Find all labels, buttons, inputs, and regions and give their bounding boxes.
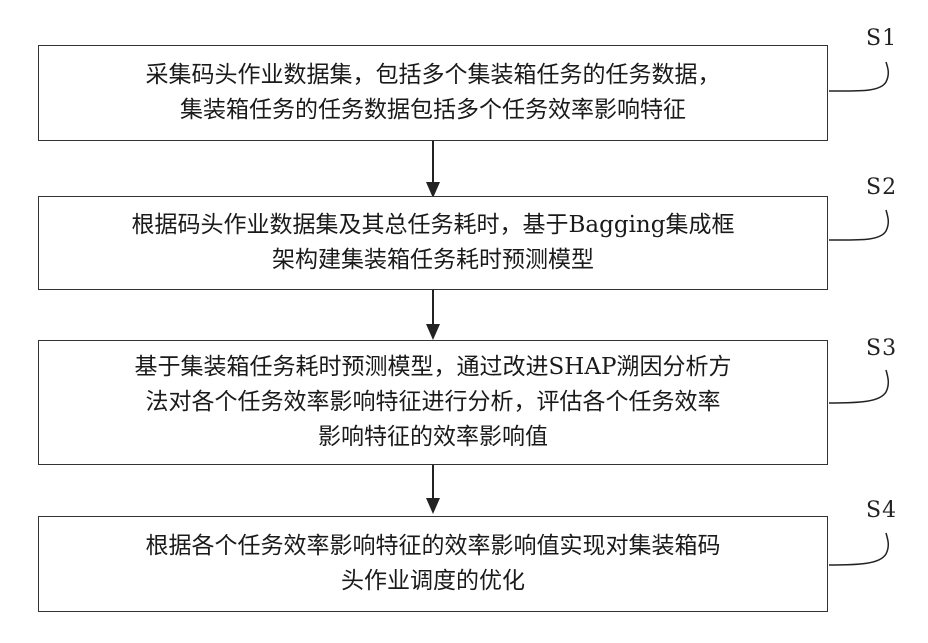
leader-s3 xyxy=(829,370,888,403)
step-text-s4: 根据各个任务效率影响特征的效率影响值实现对集装箱码 头作业调度的优化 xyxy=(146,529,721,599)
step-s4-line-2: 头作业调度的优化 xyxy=(146,564,721,599)
step-text-s3: 基于集装箱任务耗时预测模型，通过改进SHAP溯因分析方 法对各个任务效率影响特征… xyxy=(135,350,732,455)
step-s1-line-1: 采集码头作业数据集，包括多个集装箱任务的任务数据， xyxy=(146,58,721,93)
leader-s4 xyxy=(829,533,888,565)
step-s2-line-2: 架构建集装箱任务耗时预测模型 xyxy=(132,243,735,278)
step-label-s2: S2 xyxy=(866,175,897,200)
step-label-s4: S4 xyxy=(866,498,897,523)
step-label-s3: S3 xyxy=(866,336,897,361)
step-box-s4: 根据各个任务效率影响特征的效率影响值实现对集装箱码 头作业调度的优化 xyxy=(38,516,828,612)
step-label-s1: S1 xyxy=(866,26,897,51)
step-s4-line-1: 根据各个任务效率影响特征的效率影响值实现对集装箱码 xyxy=(146,529,721,564)
step-text-s2: 根据码头作业数据集及其总任务耗时，基于Bagging集成框 架构建集装箱任务耗时… xyxy=(132,208,735,278)
arrow-s3-to-s4-head xyxy=(426,498,440,514)
arrow-s2-to-s3-head xyxy=(426,324,440,340)
step-s2-line-1: 根据码头作业数据集及其总任务耗时，基于Bagging集成框 xyxy=(132,208,735,243)
step-box-s1: 采集码头作业数据集，包括多个集装箱任务的任务数据， 集装箱任务的任务数据包括多个… xyxy=(38,45,828,141)
step-s3-line-1: 基于集装箱任务耗时预测模型，通过改进SHAP溯因分析方 xyxy=(135,350,732,385)
step-text-s1: 采集码头作业数据集，包括多个集装箱任务的任务数据， 集装箱任务的任务数据包括多个… xyxy=(146,58,721,128)
leader-s2 xyxy=(829,210,888,240)
step-s1-line-2: 集装箱任务的任务数据包括多个任务效率影响特征 xyxy=(146,93,721,128)
step-s3-line-3: 影响特征的效率影响值 xyxy=(135,420,732,455)
leader-s1 xyxy=(829,62,888,91)
step-s3-line-2: 法对各个任务效率影响特征进行分析，评估各个任务效率 xyxy=(135,385,732,420)
step-box-s3: 基于集装箱任务耗时预测模型，通过改进SHAP溯因分析方 法对各个任务效率影响特征… xyxy=(38,340,828,465)
step-box-s2: 根据码头作业数据集及其总任务耗时，基于Bagging集成框 架构建集装箱任务耗时… xyxy=(38,196,828,290)
